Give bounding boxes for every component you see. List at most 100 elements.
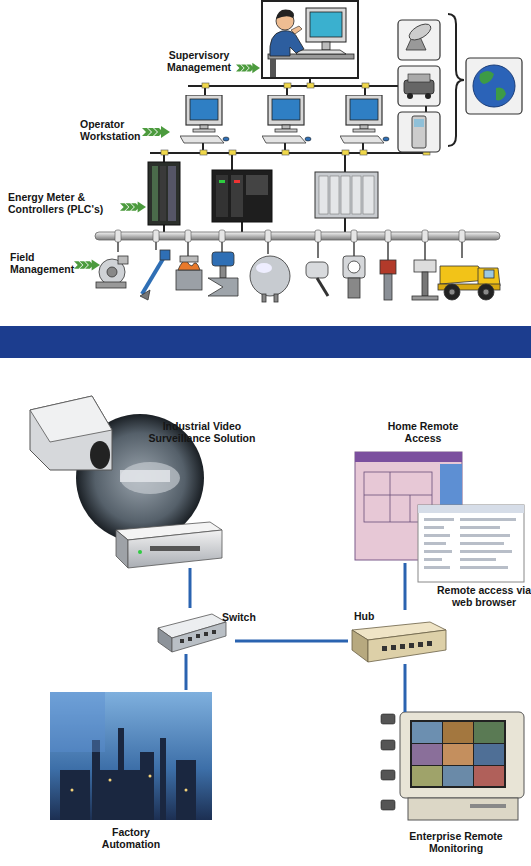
hub-device [382, 646, 387, 651]
bus-connector [360, 150, 367, 155]
home-screen-illustration [424, 566, 450, 569]
field-bus [219, 230, 225, 242]
factory-photo [140, 752, 154, 820]
network-link [404, 664, 407, 712]
remote-link-icons [480, 71, 507, 100]
remote-link-icons [412, 116, 426, 148]
hub-node: Hub [348, 610, 448, 664]
factory-photo [50, 692, 105, 752]
field-bus [185, 230, 191, 242]
home-access-node: Home Remote Access [352, 418, 464, 563]
bus-connector [342, 150, 349, 155]
switch-device [212, 630, 216, 634]
home-screen-illustration [424, 518, 516, 569]
level-label: Field Management [10, 251, 74, 275]
monitoring-station [474, 766, 504, 786]
hub-device [427, 641, 432, 646]
camera-illustration [150, 546, 200, 551]
remote-link-icons [407, 21, 434, 43]
hub-device [368, 630, 446, 662]
monitoring-station [474, 744, 504, 765]
node-caption: Switch [222, 611, 262, 623]
home-screen-illustration [355, 452, 462, 462]
factory-photo [176, 760, 196, 820]
node-caption: Enterprise Remote Monitoring [400, 830, 512, 854]
home-screen-illustration [424, 542, 446, 545]
field-bus [461, 240, 463, 258]
level-arrow [74, 259, 100, 270]
plc-controller [341, 176, 350, 214]
field-bus [118, 240, 462, 262]
field-bus [315, 230, 321, 242]
supervisor-illustration [306, 8, 346, 42]
home-screen-illustration [418, 505, 524, 582]
field-bus [115, 230, 121, 242]
field-devices [317, 278, 328, 296]
home-screen-illustration [418, 505, 524, 513]
field-devices [449, 289, 455, 295]
camera-illustration [116, 530, 128, 568]
field-bus [265, 230, 271, 242]
monitoring-station [412, 722, 442, 743]
camera-illustration [138, 550, 142, 554]
home-screen-illustration [460, 566, 508, 569]
field-bus [422, 230, 428, 242]
camera-illustration [120, 462, 180, 494]
home-screen-illustration [460, 518, 516, 521]
monitoring-station [381, 770, 395, 780]
monitoring-station [381, 712, 524, 820]
remote-link-icons [398, 14, 522, 152]
field-devices [306, 262, 328, 278]
field-devices [484, 270, 494, 278]
field-devices [414, 260, 436, 272]
home-screen-illustration [364, 495, 432, 496]
field-devices [212, 252, 234, 266]
monitoring-station [381, 740, 395, 750]
switch-device [180, 630, 216, 643]
field-devices [160, 250, 170, 260]
plc-controller [315, 172, 378, 218]
remote-link-icons [407, 93, 413, 99]
network-link [404, 563, 407, 610]
monitoring-station [381, 714, 395, 810]
switch-node: Switch [150, 608, 235, 654]
camera-node: Industrial Video Surveillance Solution [25, 392, 243, 568]
field-devices [180, 256, 198, 262]
home-screen-illustration [424, 518, 454, 521]
remote-link-icons [414, 119, 424, 127]
bus-connector [282, 150, 289, 155]
home-screen-illustration [460, 550, 512, 553]
field-devices [140, 290, 150, 300]
factory-photo [100, 770, 140, 820]
home-screen-illustration [355, 452, 524, 582]
supervisor-illustration [296, 50, 346, 54]
field-devices [176, 270, 202, 290]
bus-connector [161, 150, 168, 155]
level-label: Operator Workstation [80, 118, 146, 142]
field-devices [96, 250, 500, 302]
monitoring-station [474, 722, 504, 743]
level-arrow [120, 201, 146, 212]
field-bus [95, 230, 500, 262]
factory-photo [71, 775, 188, 792]
bus-connector [200, 150, 207, 155]
remote-link-icons [398, 66, 440, 106]
network-link [235, 640, 348, 643]
bus-connector [307, 83, 314, 88]
node-caption: Hub [354, 610, 394, 622]
factory-photo [50, 692, 212, 820]
field-devices [220, 266, 226, 278]
field-devices [96, 282, 126, 288]
plc-controller [148, 162, 378, 225]
field-devices [118, 256, 128, 264]
field-devices [478, 284, 494, 300]
camera-illustration [30, 396, 112, 442]
camera-illustration [30, 396, 112, 470]
field-devices [412, 296, 438, 300]
switch-device [188, 637, 192, 641]
supervisor-illustration [276, 9, 294, 19]
home-screen-illustration [460, 542, 504, 545]
hub-device [352, 622, 446, 662]
remote-link-icons [425, 93, 431, 99]
